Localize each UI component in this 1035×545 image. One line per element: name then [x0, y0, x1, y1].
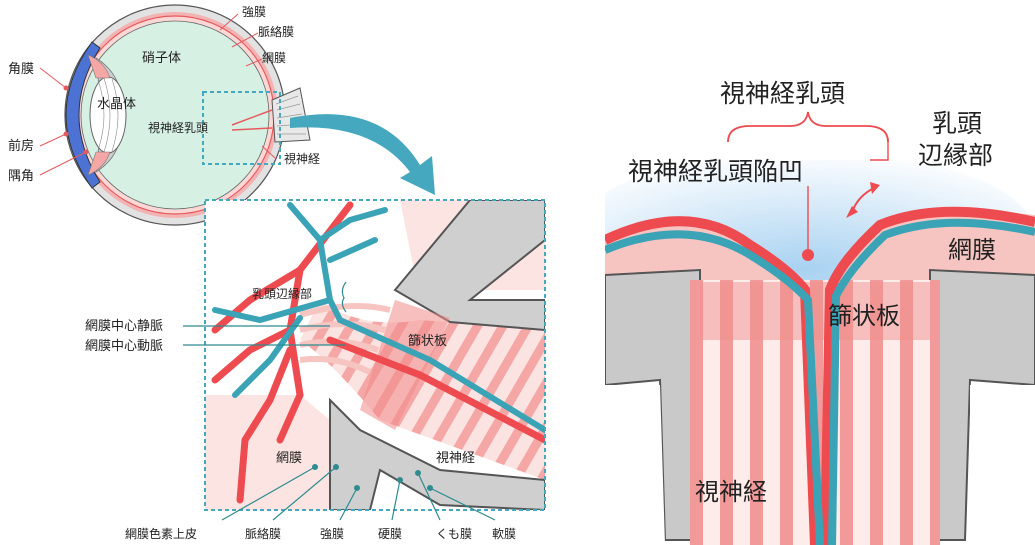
cup-marker: [802, 249, 814, 261]
label-sclera: 強膜: [242, 5, 266, 19]
label-choroid-bottom: 脈絡膜: [245, 526, 281, 541]
label-rpe: 網膜色素上皮: [125, 527, 197, 541]
label-rim-line2: 辺縁部: [918, 141, 993, 170]
rim-arrow-icon: [870, 138, 888, 160]
label-retina-detail: 網膜: [276, 451, 302, 466]
label-lamina: 篩状板: [408, 334, 447, 349]
label-rim: 乳頭辺縁部: [252, 286, 312, 301]
label-optic-disc-right: 視神経乳頭: [720, 79, 845, 108]
label-lens: 水晶体: [97, 97, 136, 112]
label-pia: 軟膜: [492, 526, 516, 541]
label-optic-nerve-right: 視神経: [695, 478, 767, 506]
label-dura: 硬膜: [378, 527, 402, 541]
label-anterior-chamber: 前房: [8, 138, 34, 154]
label-optic-nerve-detail: 視神経: [436, 451, 475, 466]
label-central-vein: 網膜中心静脈: [85, 319, 163, 334]
detail-diagram: [205, 200, 545, 510]
label-angle: 隅角: [8, 169, 34, 184]
label-retina-right: 網膜: [948, 236, 996, 264]
optic-disc-diagram: [575, 150, 1035, 545]
label-retina: 網膜: [262, 51, 286, 65]
label-cornea: 角膜: [8, 62, 34, 77]
label-sclera-bottom: 強膜: [320, 527, 344, 541]
label-choroid: 脈絡膜: [258, 24, 294, 39]
label-lamina-right: 篩状板: [828, 302, 900, 330]
lens: [90, 77, 126, 153]
label-vitreous: 硝子体: [142, 51, 181, 66]
label-rim-line1: 乳頭: [932, 109, 982, 138]
label-optic-disc: 視神経乳頭: [148, 120, 208, 135]
label-arachnoid: くも膜: [436, 527, 472, 541]
label-optic-nerve-small: 視神経: [284, 151, 320, 166]
brace-large: [728, 112, 888, 142]
label-cup: 視神経乳頭陥凹: [628, 157, 803, 186]
label-central-artery: 網膜中心動脈: [85, 339, 163, 354]
